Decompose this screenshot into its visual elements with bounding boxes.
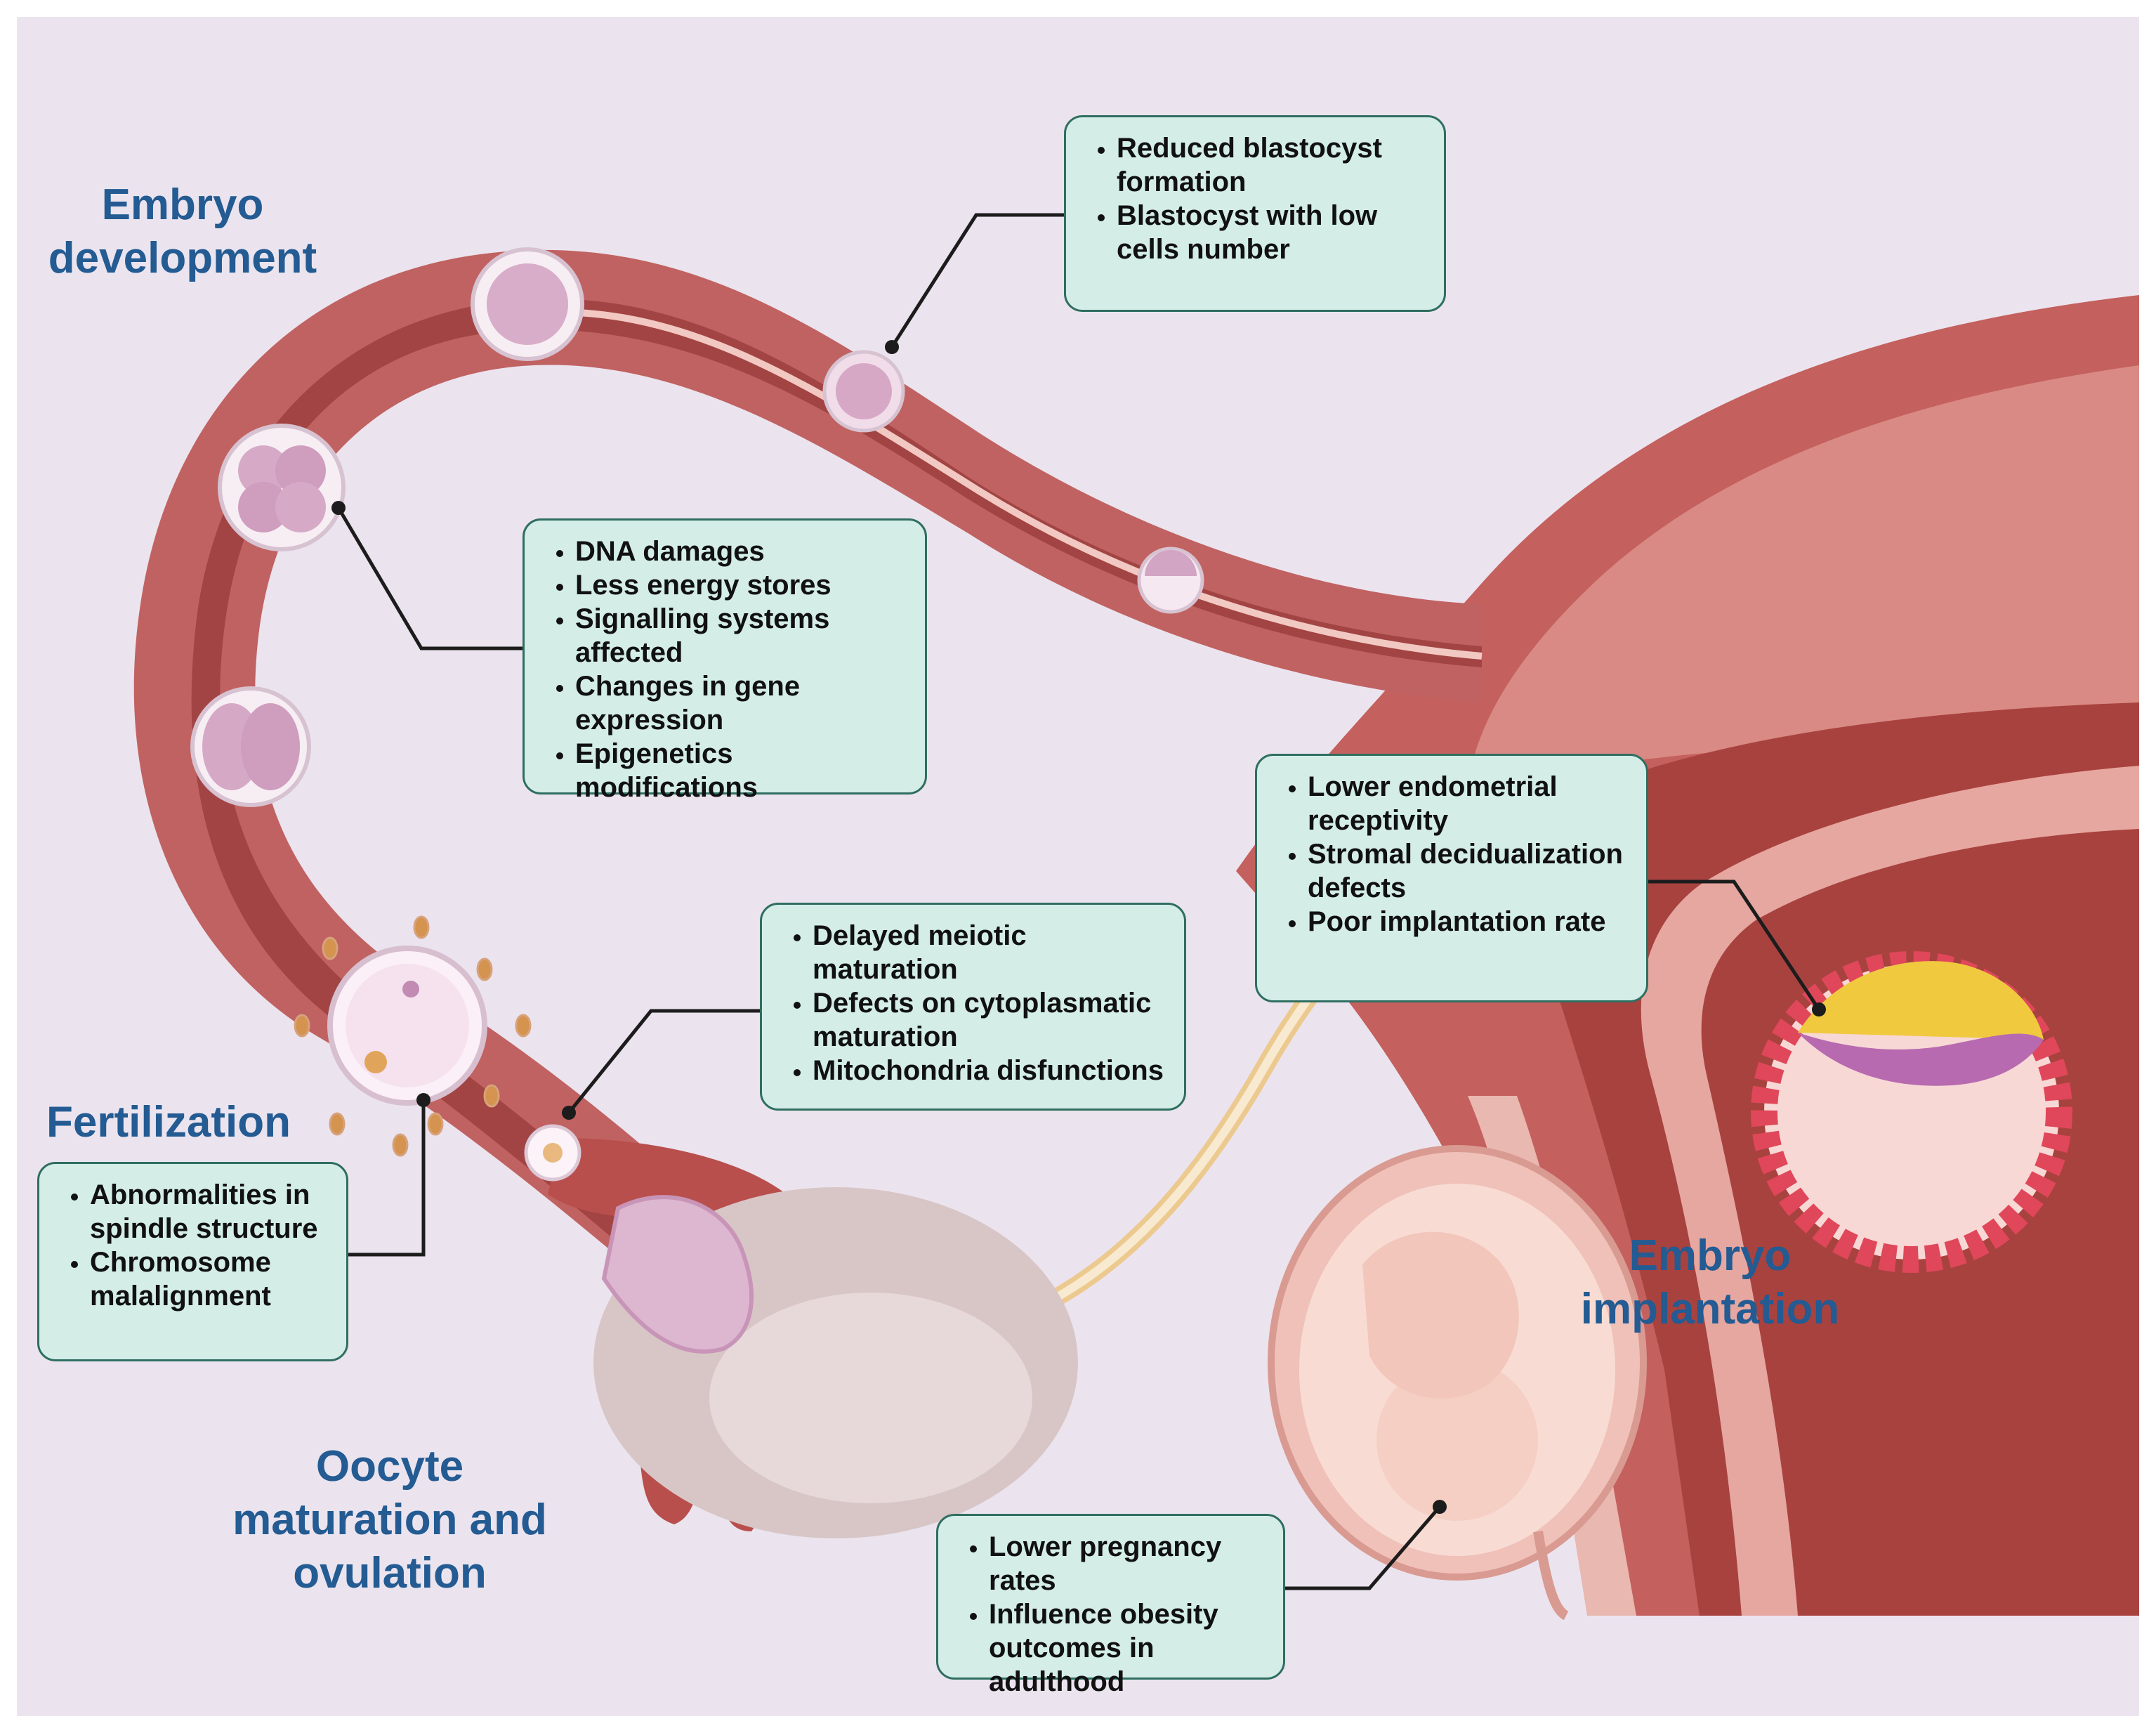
embryo-morula	[471, 247, 584, 361]
effect-item: Stromal decidualization defects	[1308, 837, 1634, 905]
pregnancy-outcomes-box: Lower pregnancy rates Influence obesity …	[936, 1514, 1285, 1697]
title-oocyte-maturation: Oocyte maturation and ovulation	[207, 1440, 572, 1600]
embryo-two-cell	[190, 686, 311, 807]
ovulated-oocyte	[524, 1124, 581, 1182]
title-line: Embryo	[1629, 1231, 1792, 1280]
implanting-blastocyst	[1751, 951, 2072, 1273]
connector-dots	[331, 340, 1826, 1514]
effect-item: Poor implantation rate	[1308, 905, 1634, 939]
sperm-cells	[294, 915, 532, 1157]
corpus-luteum	[601, 1195, 754, 1354]
implantation-effects-box: Lower endometrial receptivity Stromal de…	[1255, 754, 1648, 1002]
title-embryo-implantation: Embryo implantation	[1556, 1229, 1865, 1336]
uterus-muscle	[1468, 365, 2139, 787]
oocyte-maturation-box: Delayed meiotic maturation Defects on cy…	[760, 903, 1186, 1111]
embryo-compact-morula	[822, 350, 905, 433]
effect-item: Blastocyst with low cells number	[1117, 199, 1431, 266]
title-line: ovulation	[293, 1549, 487, 1597]
title-line: development	[48, 234, 317, 282]
effect-item: DNA damages	[575, 535, 912, 568]
effect-item: Abnormalities in spindle structure	[90, 1178, 334, 1245]
fertilization-effects-box: Abnormalities in spindle structure Chrom…	[37, 1162, 348, 1361]
effect-item: Signalling systems affected	[575, 602, 912, 669]
effect-item: Influence obesity outcomes in adulthood	[989, 1597, 1270, 1699]
embryo-four-cell	[218, 424, 346, 551]
effect-item: Mitochondria disfunctions	[813, 1054, 1171, 1087]
title-embryo-development: Embryo development	[35, 178, 330, 285]
title-line: implantation	[1580, 1285, 1840, 1333]
title-line: Fertilization	[46, 1098, 291, 1146]
title-line: Embryo	[101, 181, 264, 229]
embryo-damage-box: DNA damages Less energy stores Signallin…	[522, 518, 927, 803]
effect-item: Changes in gene expression	[575, 669, 912, 737]
title-line: maturation and	[232, 1496, 547, 1544]
oviduct-outer	[133, 249, 1482, 1462]
embryo-blastocyst	[1137, 547, 1204, 614]
effect-item: Lower pregnancy rates	[989, 1530, 1270, 1597]
title-fertilization: Fertilization	[28, 1096, 309, 1149]
fetus-illustration	[1268, 1145, 1647, 1621]
effect-item: Chromosome malalignment	[90, 1245, 334, 1313]
effect-item: Reduced blastocyst formation	[1117, 131, 1431, 199]
embryo-zygote	[327, 946, 487, 1106]
effect-item: Epigenetics modifications	[575, 737, 912, 804]
oviduct-highlight	[505, 308, 1483, 660]
uterus-lining	[1641, 766, 2139, 1616]
effect-item: Delayed meiotic maturation	[813, 919, 1171, 986]
effect-item: Defects on cytoplasmatic maturation	[813, 986, 1171, 1054]
effect-item: Less energy stores	[575, 568, 912, 602]
effect-item: Lower endometrial receptivity	[1308, 770, 1634, 837]
title-line: Oocyte	[315, 1442, 464, 1491]
blastocyst-effects-box: Reduced blastocyst formation Blastocyst …	[1064, 115, 1446, 312]
connector-lines	[336, 213, 1821, 1590]
ovary-shading	[709, 1293, 1032, 1503]
